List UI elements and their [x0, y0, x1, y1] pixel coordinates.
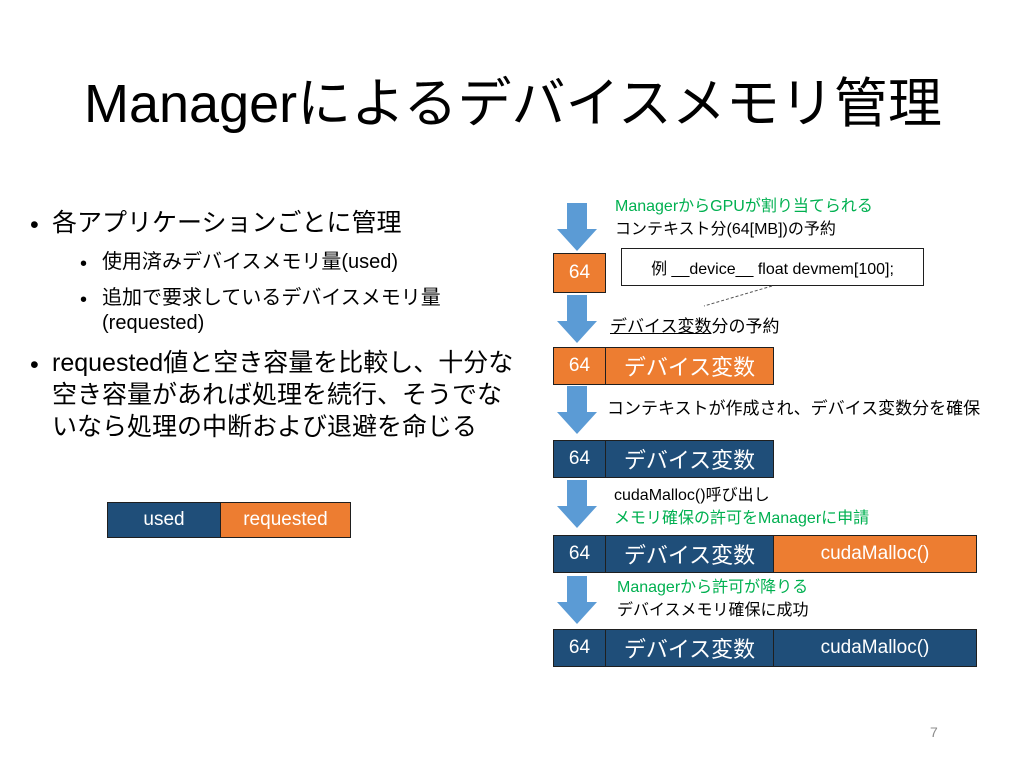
down-arrow-icon: [557, 386, 597, 434]
bullet-requested-line2: (requested): [102, 312, 205, 334]
bullet-requested-line1: 追加で要求しているデバイスメモリ量: [102, 287, 441, 309]
example-code-box: 例 __device__ float devmem[100];: [621, 248, 924, 286]
legend-requested: requested: [220, 502, 351, 538]
bullet-compare-line1: requested値と空き容量を比較し、十分な: [52, 349, 514, 377]
block-device-variable: デバイス変数: [605, 629, 774, 667]
step2-underlined: デバイス変数: [610, 317, 712, 336]
block-64: 64: [553, 347, 606, 385]
block-cudamalloc: cudaMalloc(): [773, 629, 977, 667]
bullet-dot: •: [80, 289, 88, 311]
bullet-dot: •: [30, 211, 39, 239]
step3-label: コンテキストが作成され、デバイス変数分を確保: [607, 399, 981, 418]
down-arrow-icon: [557, 295, 597, 343]
block-cudamalloc: cudaMalloc(): [773, 535, 977, 573]
bullet-dot: •: [80, 253, 88, 275]
block-64: 64: [553, 440, 606, 478]
slide-title: Managerによるデバイスメモリ管理: [84, 74, 942, 134]
step5-label: デバイスメモリ確保に成功: [617, 602, 809, 619]
step5-green-label: Managerから許可が降りる: [617, 579, 809, 596]
down-arrow-icon: [557, 203, 597, 251]
dashed-connector: [703, 285, 773, 307]
bullet-compare-line3: いなら処理の中断および退避を命じる: [52, 413, 478, 441]
bullet-compare-line2: 空き容量があれば処理を続行、そうでな: [52, 381, 503, 409]
bullet-dot: •: [30, 351, 39, 379]
block-device-variable: デバイス変数: [605, 535, 774, 573]
bullet-manage-per-app: 各アプリケーションごとに管理: [52, 209, 402, 237]
block-64: 64: [553, 535, 606, 573]
block-device-variable: デバイス変数: [605, 440, 774, 478]
page-number: 7: [930, 724, 938, 740]
step1-green-label: ManagerからGPUが割り当てられる: [615, 198, 873, 215]
step4-green-label: メモリ確保の許可をManagerに申請: [614, 510, 870, 527]
step1-label: コンテキスト分(64[MB])の予約: [615, 221, 836, 238]
bullet-used: 使用済みデバイスメモリ量(used): [102, 251, 399, 273]
step4-label: cudaMalloc()呼び出し: [614, 487, 770, 504]
block-device-variable: デバイス変数: [605, 347, 774, 385]
legend-used: used: [107, 502, 221, 538]
down-arrow-icon: [557, 480, 597, 528]
block-64: 64: [553, 629, 606, 667]
down-arrow-icon: [557, 576, 597, 624]
step2-label: デバイス変数分の予約: [610, 316, 780, 338]
step2-rest: 分の予約: [711, 317, 780, 336]
block-64: 64: [553, 253, 606, 293]
